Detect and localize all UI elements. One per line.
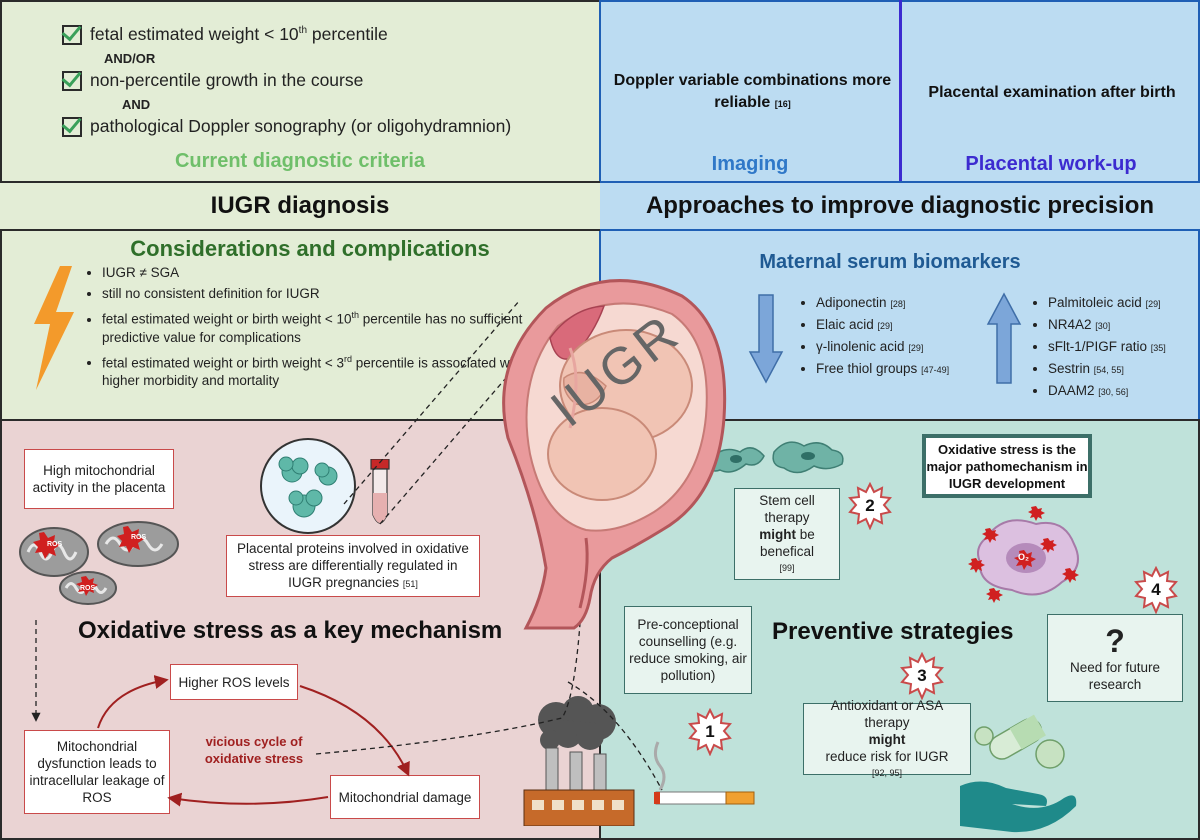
badge-2: 2 [846,482,894,530]
biomarker-item: Palmitoleic acid [29] [1048,294,1200,313]
biomarker-item: DAAM2 [30, 56] [1048,382,1200,401]
factory-icon [523,696,635,826]
decreased-biomarkers-list: Adiponectin [28] Elaic acid [29] γ-linol… [800,294,1006,382]
biomarker-item: Free thiol groups [47-49] [816,360,1006,379]
mito-dysfunction-box: Mitochondrial dysfunction leads to intra… [24,730,170,814]
arrow-up-icon [986,292,1022,384]
biomarker-item: Elaic acid [29] [816,316,1006,335]
biomarker-item: Sestrin [54, 55] [1048,360,1200,379]
ros-label: ROS [80,585,96,592]
badge-1: 1 [686,708,734,756]
approaches-header-text: Approaches to improve diagnostic precisi… [645,192,1155,219]
test-tube-icon [370,459,390,524]
consideration-item: fetal estimated weight or birth weight <… [102,306,532,347]
checkbox-icon [62,116,82,137]
oxidative-title: Oxidative stress as a key mechanism [78,617,503,644]
stem-cells-icon [707,441,844,474]
question-mark: ? [1105,623,1125,659]
cigarette-icon [653,741,755,805]
placental-title: Placental work-up [965,153,1137,175]
criterion-3: pathological Doppler sonography (or olig… [62,116,511,137]
preventive-title: Preventive strategies [772,618,1014,645]
lightning-icon [34,266,74,390]
criteria-title: Current diagnostic criteria [174,150,426,172]
badge-3: 3 [898,652,946,700]
checkbox-icon [62,24,82,45]
biomarker-item: Adiponectin [28] [816,294,1006,313]
consideration-item: still no consistent definition for IUGR [102,285,532,303]
criterion-3-text: pathological Doppler sonography (or olig… [90,116,512,136]
conjunction-and-or: AND/OR [104,51,156,66]
criterion-2: non-percentile growth in the course [62,70,363,91]
biomarkers-title: Maternal serum biomarkers [759,251,1021,273]
placental-text: Placental examination after birth [928,84,1176,101]
oxidative-stress-box: Oxidative stress is the major pathomecha… [922,434,1092,498]
placental-proteins-box: Placental proteins involved in oxidative… [226,535,480,597]
vicious-cycle-label: vicious cycle of oxidative stress [204,734,304,766]
imaging-text: Doppler variable combinations more relia… [613,72,892,111]
considerations-title: Considerations and complications [130,236,490,261]
approaches-header: Approaches to improve diagnostic precisi… [600,181,1200,231]
consideration-item: IUGR ≠ SGA [102,264,532,282]
o2-label: O₂ [1018,552,1029,562]
stem-cell-box: Stem cell therapy might be benefical [99… [734,488,840,580]
mito-damage-box: Mitochondrial damage [330,775,480,819]
pills-hand-icon [960,714,1077,833]
badge-4: 4 [1132,566,1180,614]
biomarker-item: γ-linolenic acid [29] [816,338,1006,357]
conjunction-and: AND [122,97,151,112]
consideration-item: fetal estimated weight or birth weight <… [102,350,532,391]
imaging-title: Imaging [711,153,789,175]
ros-label: ROS [47,541,63,548]
iugr-diagnosis-header: IUGR diagnosis [0,181,600,231]
higher-ros-box: Higher ROS levels [170,664,298,700]
uterus-fetus-illustration [502,279,727,630]
biomarker-item: NR4A2 [30] [1048,316,1200,335]
considerations-list: IUGR ≠ SGA still no consistent definitio… [86,264,532,393]
biomarker-item: sFlt-1/PIGF ratio [35] [1048,338,1200,357]
criterion-1-text: fetal estimated weight < 10th percentile [90,24,388,44]
checkbox-icon [62,70,82,91]
arrow-down-icon [748,294,784,384]
criterion-2-text: non-percentile growth in the course [90,70,364,90]
criterion-1: fetal estimated weight < 10th percentile [62,24,388,45]
ros-label: ROS [131,534,147,541]
antioxidant-box: Antioxidant or ASA therapy might reduce … [803,698,971,778]
iugr-diagnosis-header-text: IUGR diagnosis [210,192,390,219]
mitochondria-icon [19,521,179,605]
imaging-divider [899,0,902,183]
protein-magnifier-icon [260,438,356,534]
counselling-box: Pre-conceptional counselling (e.g. reduc… [624,606,752,694]
mito-activity-box: High mitochondrial activity in the place… [24,449,174,509]
cell-oxygen-icon [968,506,1079,603]
increased-biomarkers-list: Palmitoleic acid [29] NR4A2 [30] sFlt-1/… [1032,294,1200,404]
future-research-box: ? Need for future research [1047,614,1183,702]
